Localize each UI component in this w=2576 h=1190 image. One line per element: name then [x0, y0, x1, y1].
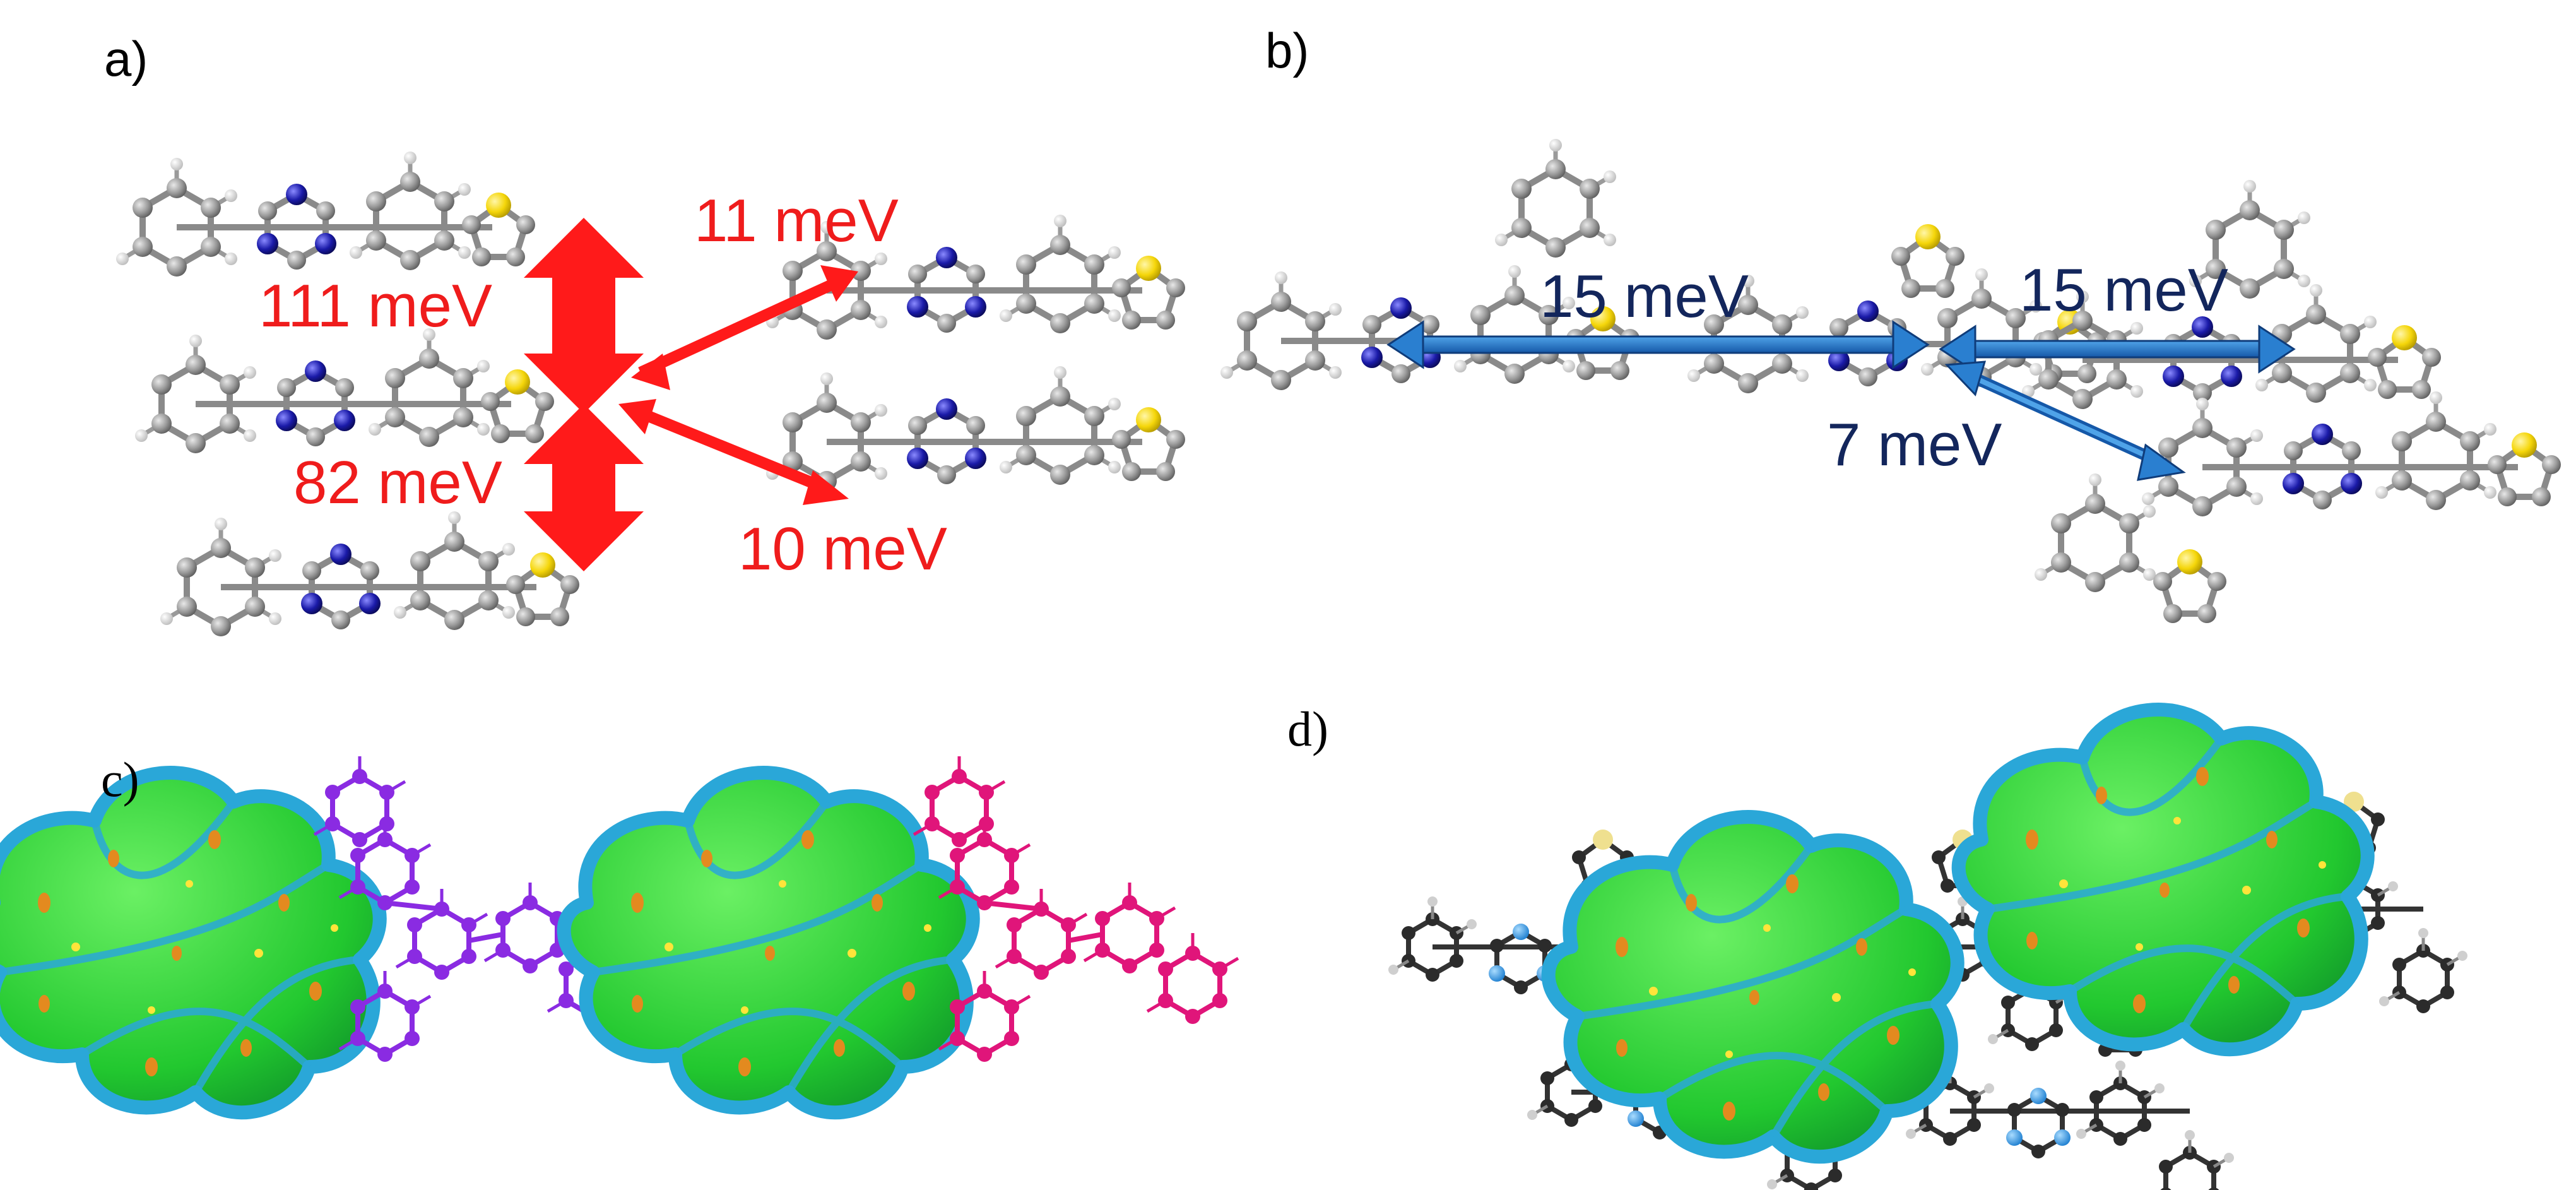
panel-b-molecules — [1220, 139, 2561, 623]
hirshfeld-surface-c1 — [0, 773, 380, 1112]
molecule-a1 — [116, 152, 535, 277]
energy-label-a-diag-top: 11 meV — [694, 187, 899, 254]
energy-label-b-left: 15 meV — [1540, 263, 1749, 330]
vertical-arrow-bottom — [524, 404, 644, 571]
energy-label-a-vertical-top: 111 meV — [259, 272, 492, 340]
diagonal-arrow-bottom — [618, 399, 849, 505]
panel-c — [0, 756, 1238, 1112]
molecule-a2 — [135, 328, 554, 453]
molecule-a5 — [766, 366, 1185, 491]
energy-label-b-diag: 7 meV — [1827, 411, 2002, 479]
vertical-arrow-top — [524, 218, 644, 414]
panel-d — [1388, 710, 2467, 1190]
ring-b2 — [1891, 224, 1964, 298]
blue-arrow-right — [1939, 324, 2296, 374]
panel-b — [1220, 139, 2561, 623]
blue-arrow-left — [1386, 320, 1930, 369]
ring-b1 — [1495, 139, 1616, 258]
panel-label-a: a) — [104, 31, 148, 86]
ring-b5 — [2153, 549, 2226, 623]
molecule-a3 — [160, 511, 579, 636]
hirshfeld-surface-d1 — [1549, 817, 1958, 1157]
energy-label-b-right: 15 meV — [2019, 256, 2228, 324]
energy-label-a-diag-bottom: 10 meV — [738, 515, 947, 583]
panel-label-b: b) — [1265, 23, 1309, 78]
molecule-b4 — [2142, 391, 2561, 516]
diagonal-arrow-top — [631, 265, 858, 390]
hirshfeld-surface-c2 — [564, 773, 973, 1112]
blue-arrow-diagonal — [1944, 360, 2186, 481]
energy-label-a-vertical-bottom: 82 meV — [293, 449, 502, 516]
panel-label-c: c) — [101, 752, 139, 807]
ring-b4 — [2035, 473, 2156, 592]
panel-a — [116, 152, 1185, 636]
panel-label-d: d) — [1287, 701, 1328, 756]
panel-a-molecules — [116, 152, 1185, 636]
